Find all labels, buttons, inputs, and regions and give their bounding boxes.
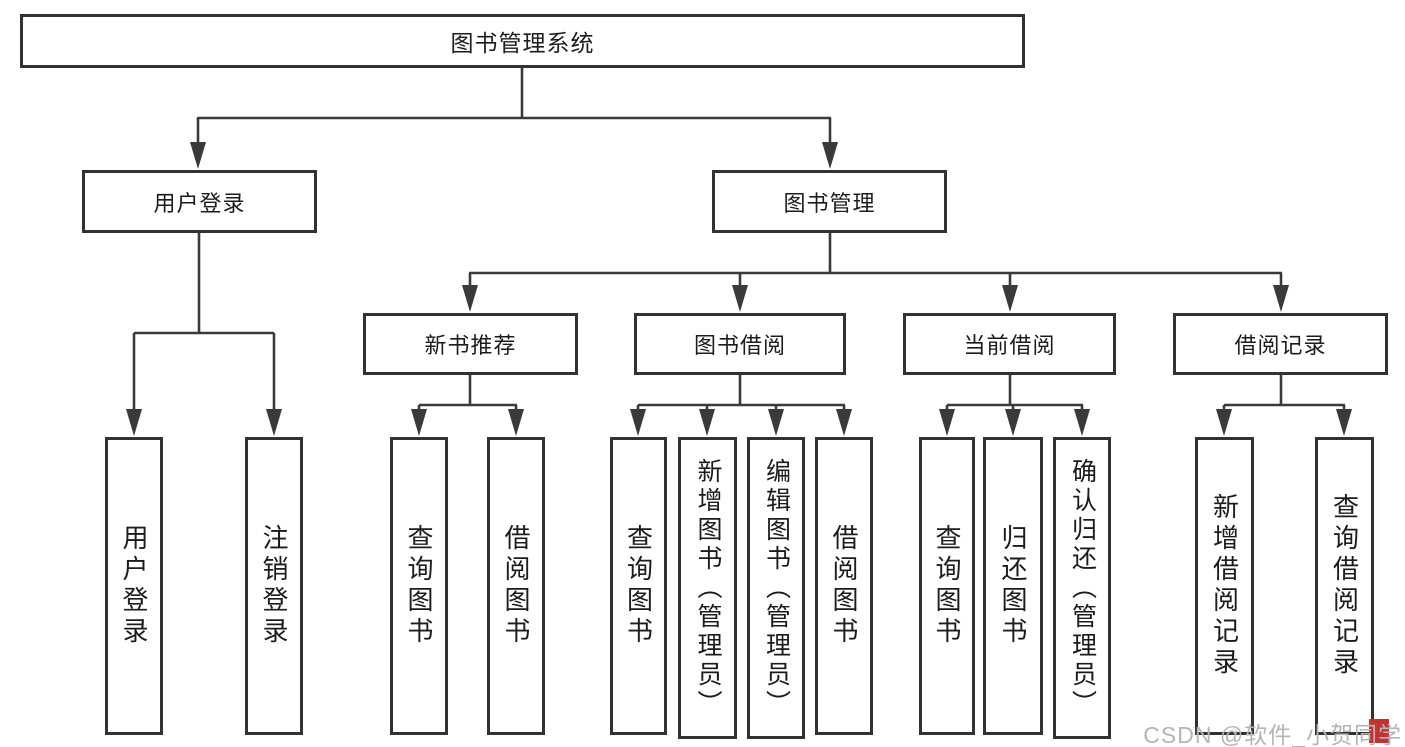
node-label: 查询图书 [623, 524, 654, 648]
watermark: CSDN @软件_小贺同学 [1143, 716, 1402, 747]
csdn-logo-fragment-icon [1369, 719, 1389, 743]
node-label: 借阅图书 [829, 524, 859, 648]
node-borrowing-query-books: 查询图书 [610, 437, 667, 735]
node-label: 用户登录 [119, 524, 149, 648]
node-label: 借阅图书 [501, 524, 531, 648]
node-label: 查询图书 [932, 524, 962, 648]
node-label: 查询借阅记录 [1329, 493, 1360, 679]
node-label: 新书推荐 [424, 333, 517, 358]
node-logout-login: 注销登录 [245, 437, 303, 735]
node-label: 确认归还（管理员） [1068, 457, 1097, 719]
node-book-borrowing: 图书借阅 [634, 313, 846, 375]
node-borrowing-records: 借阅记录 [1173, 313, 1388, 375]
node-label: 查询图书 [404, 524, 434, 648]
node-user-login-group: 用户登录 [82, 170, 317, 233]
node-current-borrowing: 当前借阅 [903, 313, 1116, 375]
node-label: 编辑图书（管理员） [762, 457, 791, 719]
node-label: 借阅记录 [1234, 333, 1327, 358]
node-current-query-books: 查询图书 [919, 437, 975, 735]
node-label: 注销登录 [259, 524, 289, 648]
node-new-book-recommend: 新书推荐 [363, 313, 578, 375]
node-label: 当前借阅 [963, 333, 1056, 358]
node-query-borrow-record: 查询借阅记录 [1315, 437, 1374, 735]
node-edit-books-admin: 编辑图书（管理员） [747, 437, 805, 739]
node-borrowing-borrow-books: 借阅图书 [815, 437, 873, 735]
node-label: 新增图书（管理员） [694, 457, 722, 719]
node-recommend-borrow-books: 借阅图书 [487, 437, 545, 735]
node-label: 图书管理 [783, 190, 876, 216]
node-add-borrow-record: 新增借阅记录 [1195, 437, 1254, 735]
node-label: 用户登录 [153, 190, 246, 216]
node-label: 图书管理系统 [450, 30, 595, 56]
node-label: 归还图书 [998, 524, 1028, 648]
node-label: 新增借阅记录 [1209, 493, 1240, 679]
node-confirm-return-admin: 确认归还（管理员） [1053, 437, 1111, 739]
node-label: 图书借阅 [693, 333, 786, 358]
watermark-text: CSDN @软件_小贺同学 [1143, 722, 1402, 747]
node-add-books-admin: 新增图书（管理员） [678, 437, 737, 739]
node-recommend-query-books: 查询图书 [390, 437, 448, 735]
node-return-books: 归还图书 [983, 437, 1043, 735]
node-book-management: 图书管理 [712, 170, 947, 233]
node-user-login: 用户登录 [105, 437, 163, 735]
node-library-management-system: 图书管理系统 [20, 14, 1025, 68]
